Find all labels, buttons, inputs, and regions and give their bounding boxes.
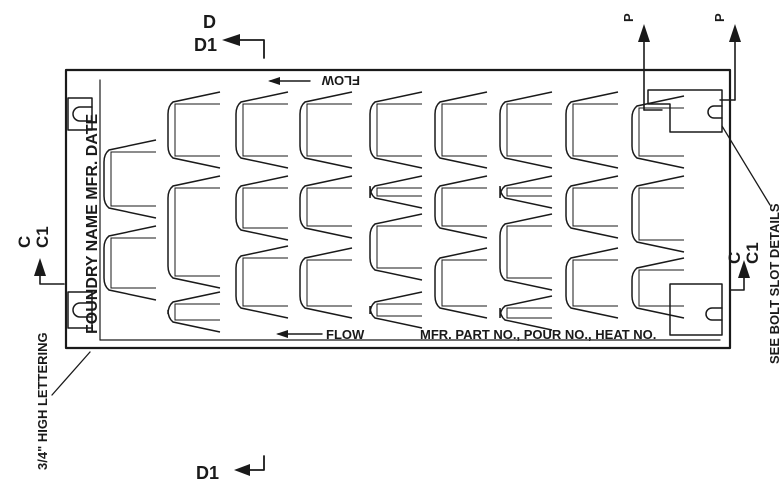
bolt-slot-leader	[721, 125, 771, 206]
foundry-text: FOUNDRY NAME MFR. DATE	[84, 114, 101, 334]
lettering-note: 3/4" HIGH LETTERING	[35, 332, 50, 470]
section-p-left-label: P	[621, 13, 636, 22]
vane	[369, 291, 423, 329]
vane	[167, 291, 221, 333]
vane	[369, 213, 423, 281]
section-c-left-marker	[34, 258, 65, 285]
vane	[369, 175, 423, 209]
section-c1-right-label: C1	[743, 242, 762, 264]
vane	[499, 213, 553, 291]
vane	[299, 175, 353, 239]
section-d-label: D	[203, 12, 216, 32]
lettering-leader	[51, 351, 91, 396]
bolt-slot-top-right	[647, 89, 723, 133]
vane	[369, 91, 423, 169]
vane	[299, 91, 353, 169]
vane	[235, 91, 289, 169]
vane	[103, 139, 157, 219]
plate-outline	[64, 68, 732, 350]
vane	[631, 257, 685, 319]
vane	[299, 247, 353, 319]
section-c-right-label: C	[725, 252, 744, 264]
vane	[434, 175, 488, 239]
section-d1-bottom-marker	[234, 455, 265, 476]
bolt-slot-bottom-left	[67, 291, 93, 329]
vane	[499, 175, 553, 209]
vane	[631, 175, 685, 253]
vane	[103, 225, 157, 301]
vane	[434, 247, 488, 319]
bolt-slot-note: SEE BOLT SLOT DETAILS	[767, 203, 782, 364]
vane	[499, 91, 553, 169]
vane	[565, 175, 619, 239]
vane	[434, 91, 488, 169]
bolt-slot-bottom-right	[669, 283, 723, 336]
vane	[167, 175, 221, 289]
section-d-marker	[222, 34, 265, 59]
flow-label-bottom: FLOW	[326, 327, 365, 342]
vane	[631, 95, 685, 169]
section-p-left-marker	[638, 24, 663, 111]
flow-label-top: FLOW	[321, 73, 360, 88]
vane-array	[103, 91, 685, 333]
part-number-text: MFR. PART NO., POUR NO., HEAT NO.	[420, 327, 656, 342]
bolt-slot-top-left	[67, 97, 93, 131]
section-p-right-marker	[719, 24, 741, 101]
flow-arrow-bottom	[276, 330, 323, 338]
section-d1-top-label: D1	[194, 35, 217, 55]
section-d1-bottom-label: D1	[196, 463, 219, 483]
vane	[167, 91, 221, 169]
section-c1-left-label: C1	[33, 226, 52, 248]
section-c-left-label: C	[15, 236, 34, 248]
vane	[565, 91, 619, 169]
vane	[565, 247, 619, 319]
section-c-right-marker	[729, 260, 750, 291]
vane	[235, 245, 289, 319]
vane	[499, 295, 553, 331]
vane	[235, 175, 289, 241]
flow-arrow-top	[268, 77, 311, 85]
section-p-right-label: P	[712, 13, 727, 22]
